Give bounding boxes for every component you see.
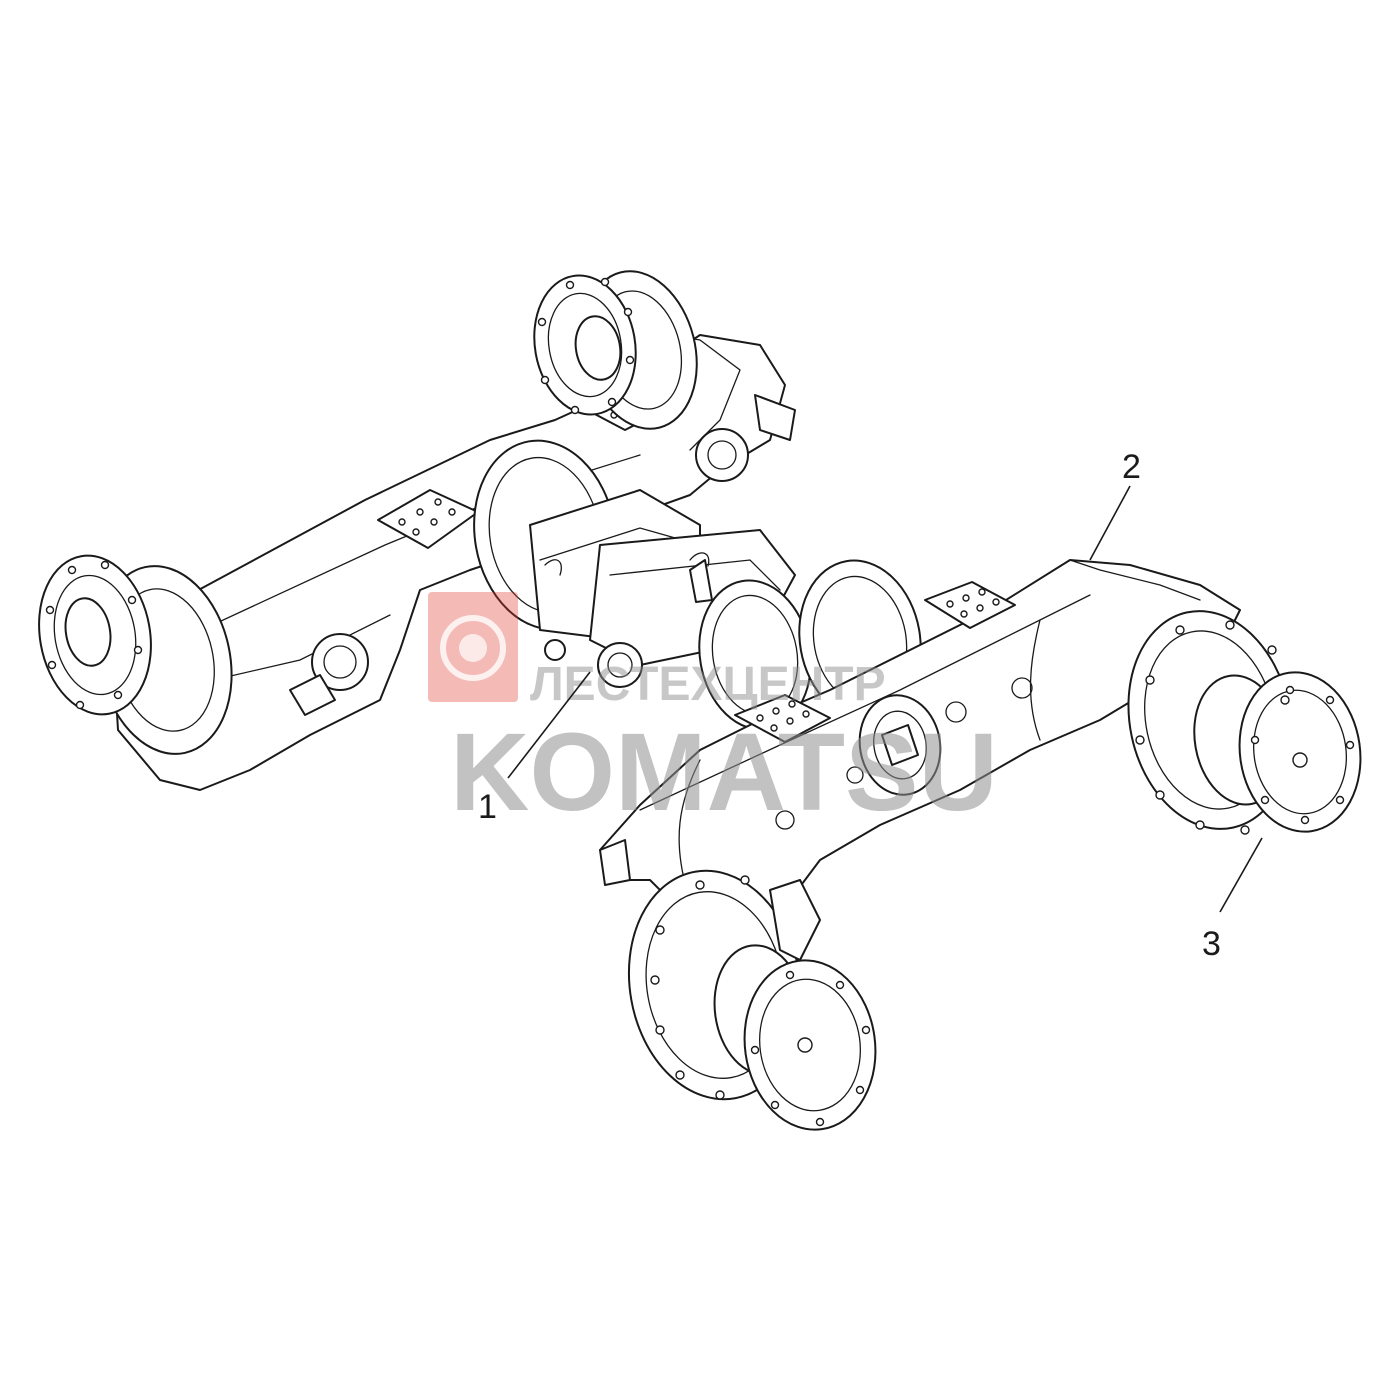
watermark: ЛЕСТЕХЦЕНТР KOMATSU xyxy=(428,592,998,834)
callout-2-label: 2 xyxy=(1122,448,1141,486)
front-right-wheel-hub xyxy=(1127,610,1362,835)
rear-right-wheel-hub xyxy=(533,270,698,430)
callout-3-label: 3 xyxy=(1202,925,1221,963)
watermark-brand: KOMATSU xyxy=(450,711,998,834)
front-pad-2-bolts xyxy=(946,588,1000,618)
watermark-subtitle: ЛЕСТЕХЦЕНТР xyxy=(530,658,886,711)
callout-3-leader xyxy=(1219,837,1263,913)
front-right-flange-bolts xyxy=(1250,685,1355,825)
rear-left-wheel-hub xyxy=(38,554,233,755)
callout-3: 3 xyxy=(1202,837,1263,963)
front-left-flange-bolts xyxy=(750,970,871,1127)
front-pad-1-bolts xyxy=(756,700,810,732)
rear-pad-1-bolts xyxy=(398,498,456,536)
callout-1-label: 1 xyxy=(478,788,497,826)
rear-bogie-beam xyxy=(114,329,796,791)
callout-1-leader xyxy=(507,671,591,779)
callout-2-leader xyxy=(1089,485,1131,561)
callout-2: 2 xyxy=(1089,448,1141,561)
front-right-hub-bolts xyxy=(1135,620,1290,835)
front-left-wheel-hub xyxy=(627,869,877,1131)
center-differential-housing xyxy=(473,439,796,688)
watermark-logo xyxy=(428,592,518,702)
rear-right-flange-bolts xyxy=(537,277,635,415)
callout-1: 1 xyxy=(478,671,591,826)
rear-left-flange-bolts xyxy=(45,560,143,710)
